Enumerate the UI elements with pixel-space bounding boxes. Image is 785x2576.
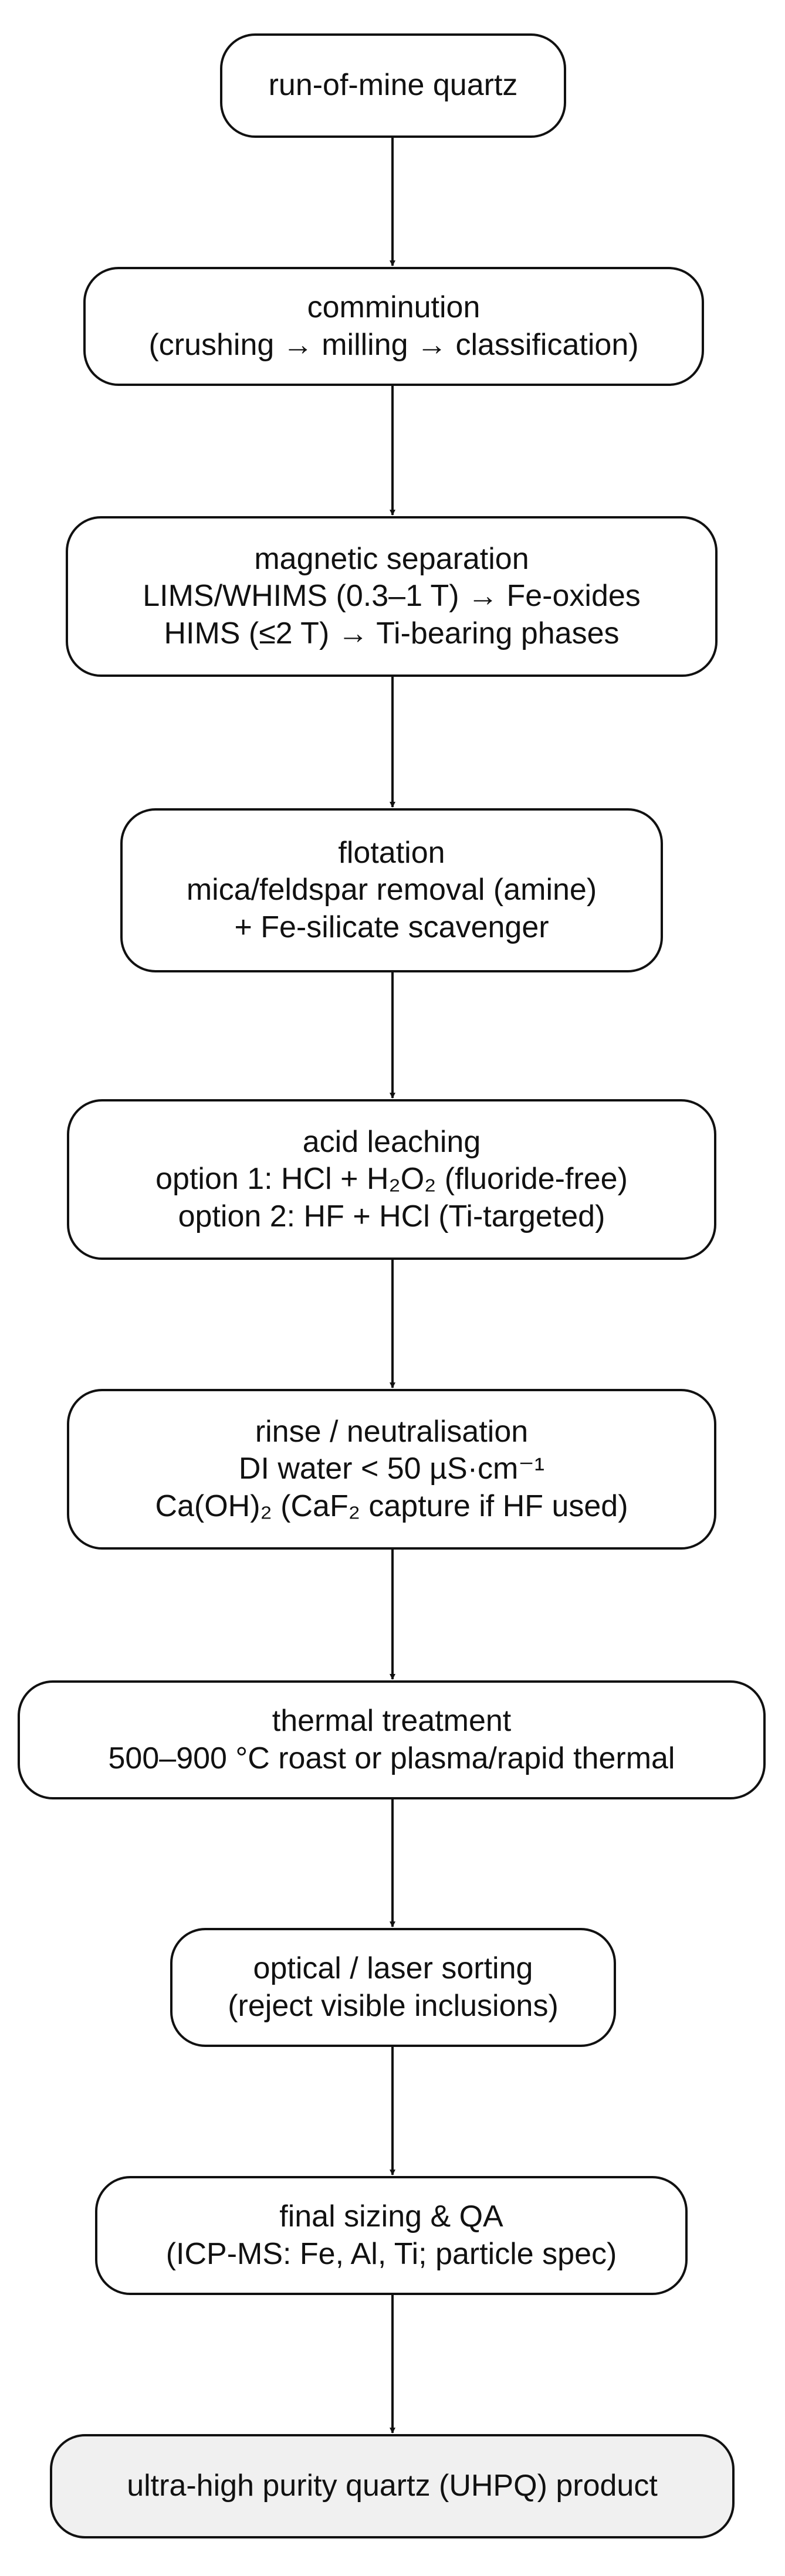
node-run-of-mine-quartz-line-1: run-of-mine quartz bbox=[268, 68, 518, 103]
node-optical-laser-sorting-line-2: (reject visible inclusions) bbox=[228, 1988, 559, 2023]
node-rinse-neutralisation-line-3: Ca(OH)₂ (CaF₂ capture if HF used) bbox=[155, 1489, 628, 1523]
node-thermal-treatment: thermal treatment 500–900 °C roast or pl… bbox=[18, 1680, 766, 1799]
node-flotation-line-1: flotation bbox=[338, 835, 445, 870]
node-thermal-treatment-line-2: 500–900 °C roast or plasma/rapid thermal bbox=[108, 1741, 675, 1775]
node-comminution-line-1: comminution bbox=[307, 290, 481, 325]
node-acid-leaching: acid leaching option 1: HCl + H₂O₂ (fluo… bbox=[67, 1099, 716, 1260]
node-acid-leaching-line-3: option 2: HF + HCl (Ti-targeted) bbox=[178, 1199, 605, 1233]
node-flotation-line-2: mica/feldspar removal (amine) bbox=[186, 873, 597, 907]
node-final-sizing-qa-line-1: final sizing & QA bbox=[279, 2199, 503, 2234]
node-magnetic-separation-line-3: HIMS (≤2 T) → Ti-bearing phases bbox=[164, 616, 620, 650]
node-uhpq-product-line-1: ultra-high purity quartz (UHPQ) product bbox=[127, 2469, 658, 2503]
node-rinse-neutralisation: rinse / neutralisation DI water < 50 µS·… bbox=[67, 1389, 716, 1550]
node-rinse-neutralisation-line-2: DI water < 50 µS·cm⁻¹ bbox=[238, 1452, 545, 1486]
node-acid-leaching-line-2: option 1: HCl + H₂O₂ (fluoride-free) bbox=[155, 1162, 628, 1197]
node-comminution-line-2: (crushing → milling → classification) bbox=[148, 327, 639, 362]
node-flotation: flotation mica/feldspar removal (amine) … bbox=[120, 808, 663, 972]
node-final-sizing-qa: final sizing & QA (ICP-MS: Fe, Al, Ti; p… bbox=[95, 2176, 688, 2295]
node-run-of-mine-quartz: run-of-mine quartz bbox=[220, 33, 566, 138]
node-magnetic-separation-line-1: magnetic separation bbox=[254, 541, 529, 576]
node-comminution: comminution (crushing → milling → classi… bbox=[83, 267, 704, 386]
node-optical-laser-sorting-line-1: optical / laser sorting bbox=[253, 1951, 533, 1986]
node-acid-leaching-line-1: acid leaching bbox=[302, 1124, 481, 1159]
node-uhpq-product: ultra-high purity quartz (UHPQ) product bbox=[50, 2434, 735, 2538]
node-optical-laser-sorting: optical / laser sorting (reject visible … bbox=[170, 1928, 616, 2047]
node-rinse-neutralisation-line-1: rinse / neutralisation bbox=[255, 1414, 529, 1449]
node-final-sizing-qa-line-2: (ICP-MS: Fe, Al, Ti; particle spec) bbox=[165, 2236, 617, 2271]
node-magnetic-separation-line-2: LIMS/WHIMS (0.3–1 T) → Fe-oxides bbox=[143, 579, 641, 614]
node-flotation-line-3: + Fe-silicate scavenger bbox=[234, 910, 549, 944]
node-thermal-treatment-line-1: thermal treatment bbox=[272, 1704, 512, 1738]
node-magnetic-separation: magnetic separation LIMS/WHIMS (0.3–1 T)… bbox=[66, 516, 718, 677]
